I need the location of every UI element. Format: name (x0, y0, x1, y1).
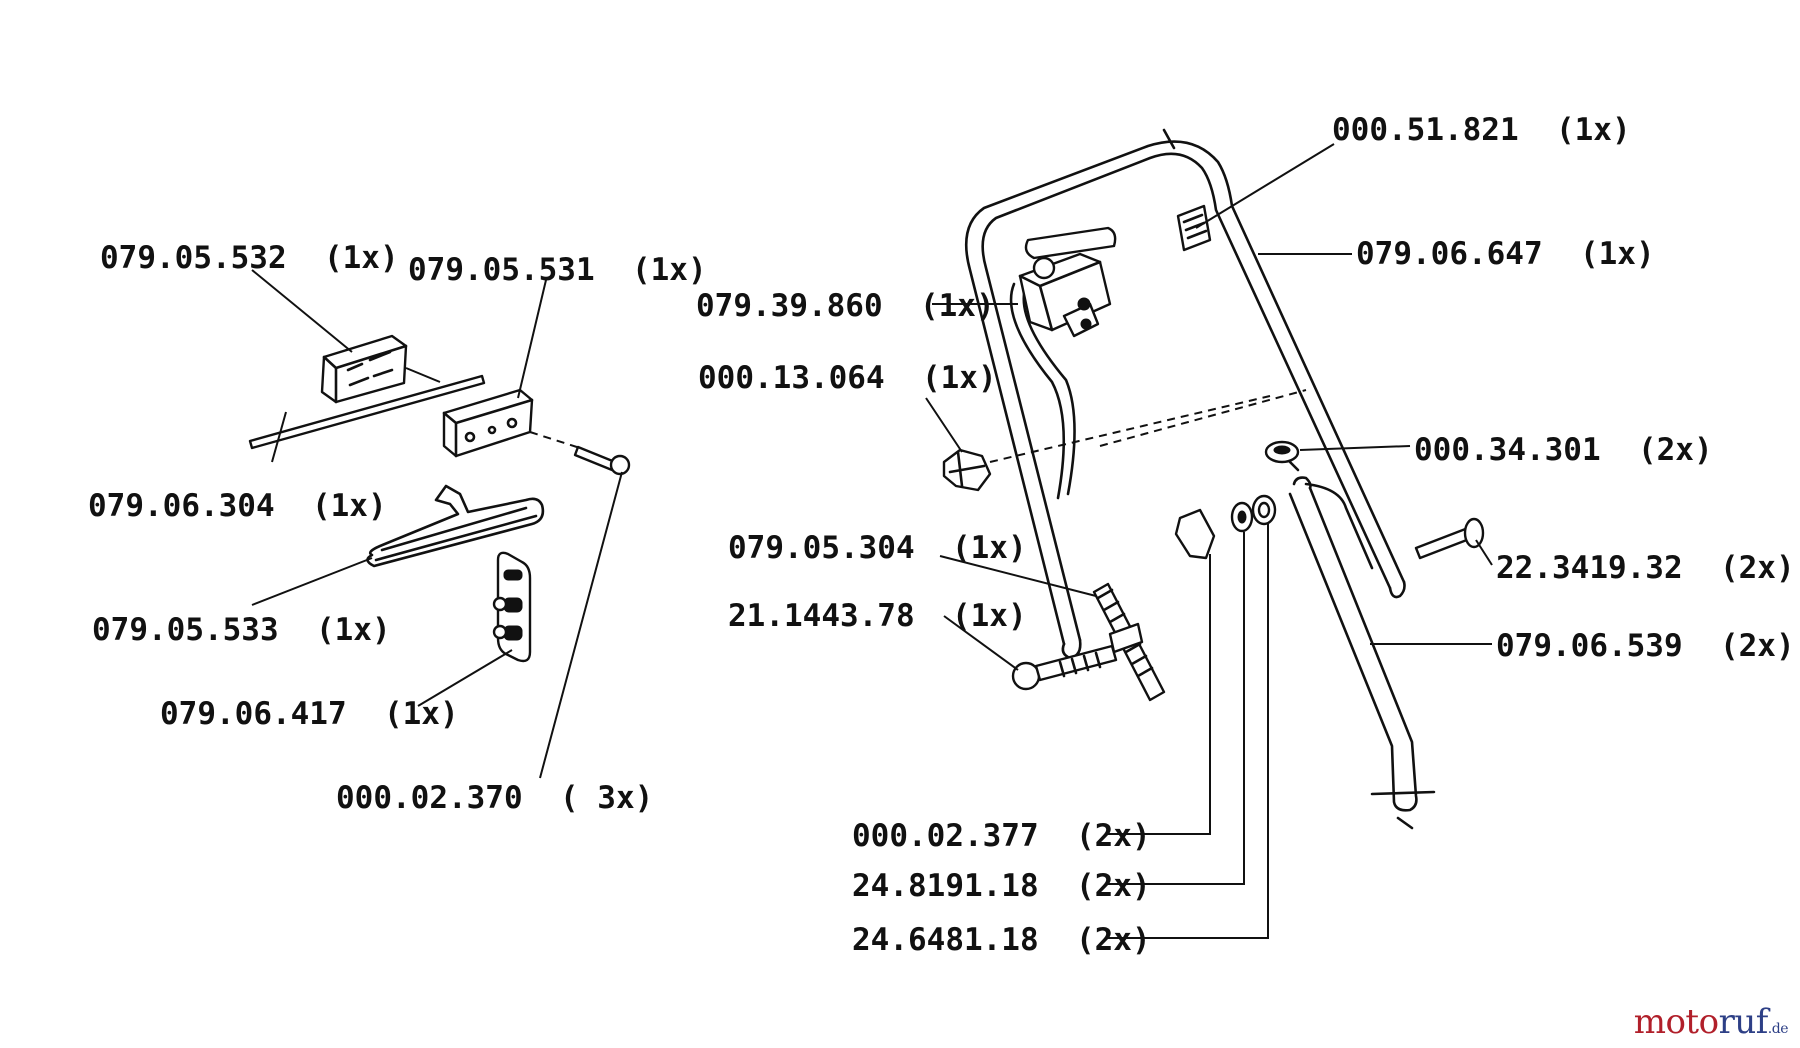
upper-handle-part (964, 128, 1406, 660)
part-labels: 079.05.532 (1x) 079.05.531 (1x) 079.06.3… (88, 112, 1795, 958)
side-bolt-part (1414, 517, 1485, 560)
part-label-000-02-377: 000.02.377 (2x) (852, 818, 1151, 854)
lever-bolt-part (1011, 582, 1166, 702)
lower-handle-part (1288, 476, 1436, 830)
part-label-079-05-304: 079.05.304 (1x) (728, 530, 1027, 566)
part-label-24-8191-18: 24.8191.18 (2x) (852, 868, 1151, 904)
left-assembly (248, 334, 631, 663)
label-sticker-part (1176, 204, 1212, 252)
watermark-part1: moto (1633, 1002, 1719, 1042)
screw-part (529, 431, 631, 476)
rod-part (248, 367, 486, 450)
right-assembly (942, 128, 1485, 830)
part-label-079-05-531: 079.05.531 (1x) (408, 252, 707, 288)
watermark-part2: ruf (1718, 1002, 1769, 1042)
wire-bracket-part (366, 484, 545, 568)
knob-part (1264, 440, 1300, 472)
leader-lines (251, 143, 1493, 939)
part-label-21-1443-78: 21.1443.78 (1x) (728, 598, 1027, 634)
washer-set-part (1174, 494, 1277, 560)
part-label-24-6481-18: 24.6481.18 (2x) (852, 922, 1151, 958)
part-label-079-06-539: 079.06.539 (2x) (1496, 628, 1795, 664)
part-label-079-05-532: 079.05.532 (1x) (100, 240, 399, 276)
part-label-22-3419-32: 22.3419.32 (2x) (1496, 550, 1795, 586)
part-label-000-51-821: 000.51.821 (1x) (1332, 112, 1631, 148)
part-label-079-06-647: 079.06.647 (1x) (1356, 236, 1655, 272)
cable-clip-part (942, 389, 1307, 492)
part-label-000-13-064: 000.13.064 (1x) (698, 360, 997, 396)
part-label-079-05-533: 079.05.533 (1x) (92, 612, 391, 648)
watermark-tld: .de (1767, 1021, 1789, 1037)
part-label-079-06-304: 079.06.304 (1x) (88, 488, 387, 524)
part-label-000-02-370: 000.02.370 ( 3x) (336, 780, 653, 816)
watermark-logo: motoruf.de (1633, 1002, 1789, 1042)
part-label-079-06-417: 079.06.417 (1x) (160, 696, 459, 732)
part-label-079-39-860: 079.39.860 (1x) (696, 288, 995, 324)
lower-clamp-block-part (442, 388, 534, 458)
part-label-000-34-301: 000.34.301 (2x) (1414, 432, 1713, 468)
slotted-plate-part (492, 551, 532, 663)
clamp-block-part (320, 334, 408, 404)
switch-housing-part (1018, 226, 1117, 338)
